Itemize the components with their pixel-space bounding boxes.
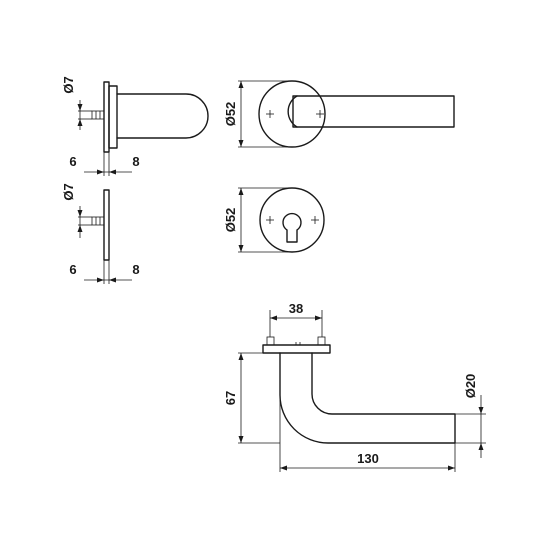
rose-side-pin-dia-label: Ø7: [61, 76, 76, 93]
escutcheon-side-pin-dimension: Ø7: [61, 183, 92, 238]
lever-length-label: 130: [357, 451, 379, 466]
lever-dia-label: Ø20: [463, 374, 478, 399]
fixing-screw-icon: [316, 110, 324, 118]
projection-label: 67: [223, 391, 238, 405]
fixing-screw-icon: [311, 216, 319, 224]
rose-front-dia-label: Ø52: [223, 102, 238, 127]
rose-side-view: [91, 81, 209, 153]
fixing-spacing-dimension: 38: [269, 301, 323, 337]
fixing-spacing-label: 38: [289, 301, 303, 316]
escutcheon-side-pin-dia-label: Ø7: [61, 183, 76, 200]
rose-side-left-label: 6: [69, 154, 76, 169]
projection-dimension: 67: [223, 352, 280, 444]
lever-length-dimension: 130: [279, 400, 456, 472]
rose-side-pin-dimension: Ø7: [61, 76, 92, 130]
rose-side-thickness-dimension: 6 8: [69, 152, 140, 176]
escutcheon-side-view: [91, 189, 110, 261]
fixing-screw-icon: [266, 216, 274, 224]
escutcheon-side-left-label: 6: [69, 262, 76, 277]
rose-front-view: [258, 80, 455, 148]
fixing-screw-icon: [266, 110, 274, 118]
escutcheon-side-right-label: 8: [132, 262, 139, 277]
escutcheon-front-dia-dimension: Ø52: [223, 187, 292, 253]
rose-side-right-label: 8: [132, 154, 139, 169]
escutcheon-front-dia-label: Ø52: [223, 208, 238, 233]
escutcheon-side-thickness-dimension: 6 8: [69, 260, 140, 284]
lever-top-view: [262, 336, 456, 444]
lever-dia-dimension: Ø20: [455, 374, 486, 458]
escutcheon-front-view: [259, 187, 325, 253]
rose-front-dia-dimension: Ø52: [223, 80, 292, 148]
